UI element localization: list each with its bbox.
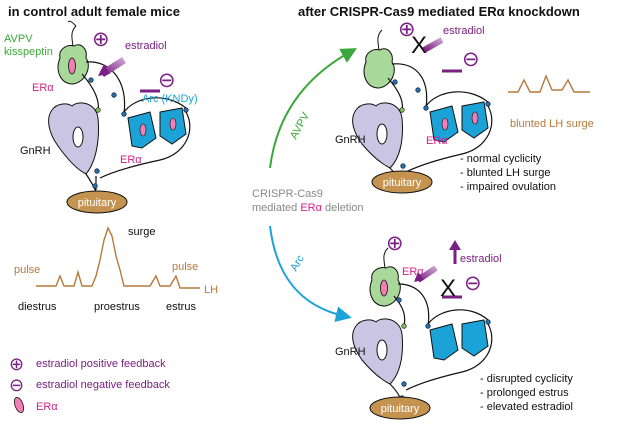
pulse-label-left: pulse	[14, 264, 40, 276]
cross-symbol-rb: X	[440, 275, 456, 302]
arc-neuron-rb-b	[461, 319, 489, 357]
era-label-left-arc: ERα	[120, 154, 142, 166]
lh-label: LH	[204, 284, 218, 296]
avpv-label-left: AVPV	[4, 33, 33, 45]
outcome-avpv-1: - normal cyclicity	[460, 153, 542, 165]
era-marker	[68, 57, 76, 75]
proestrus-label: proestrus	[94, 301, 140, 313]
avpv-neuron-rt	[363, 48, 395, 89]
gnrh-label-rt: GnRH	[335, 134, 366, 146]
outcome-avpv-2: - blunted LH surge	[460, 167, 551, 179]
crispr-label-line1: CRISPR-Cas9	[252, 188, 323, 200]
estradiol-label-rb: estradiol	[460, 253, 502, 265]
right-bottom-circuit: pituitary GnRH ERα ⊕ estradiol X ⊖ - dis…	[335, 232, 573, 420]
avpv-branch-label: AVPV	[288, 110, 312, 141]
era-label-left-avpv: ERα	[32, 82, 54, 94]
lh-curve	[36, 226, 200, 289]
pituitary-label-rt: pituitary	[383, 177, 422, 189]
outcome-avpv-3: - impaired ovulation	[460, 181, 556, 193]
pituitary-left	[66, 190, 128, 214]
era-label-rb: ERα	[402, 266, 424, 278]
pituitary-rb	[369, 396, 431, 420]
plus-symbol-left: ⊕	[92, 28, 110, 51]
minus-symbol-rt: ⊖	[462, 48, 480, 71]
legend: ⊕ estradiol positive feedback ⊖ estradio…	[9, 354, 170, 414]
legend-negative: estradiol negative feedback	[36, 379, 170, 391]
era-label-rt: ERα	[426, 135, 448, 147]
diestrus-label: diestrus	[18, 301, 57, 313]
estrus-label: estrus	[166, 301, 196, 313]
pituitary-label-left: pituitary	[78, 197, 117, 209]
gnrh-label-rb: GnRH	[335, 346, 366, 358]
blunted-lh-curve	[508, 74, 590, 93]
arc-kndy-label-left: Arc (KNDy)	[142, 93, 198, 105]
estradiol-label-rt: estradiol	[443, 25, 485, 37]
crispr-label-line2: mediated ERα deletion	[252, 202, 364, 214]
gnrh-label-left: GnRH	[20, 145, 51, 157]
blunted-lh-label: blunted LH surge	[510, 118, 594, 130]
cross-symbol-rt: X	[411, 32, 427, 59]
pulse-label-right: pulse	[172, 261, 198, 273]
lh-trace-left: surge pulse pulse LH diestrus proestrus …	[14, 226, 218, 313]
left-circuit: pituitary AVPV kisspeptin ERα GnRH Arc (…	[4, 20, 198, 214]
surge-label: surge	[128, 226, 156, 238]
estradiol-label-left: estradiol	[125, 40, 167, 52]
outcome-arc-3: - elevated estradiol	[480, 401, 573, 413]
plus-symbol-rb: ⊕	[386, 232, 404, 255]
kisspeptin-label-left: kisspeptin	[4, 46, 53, 58]
minus-symbol-rb: ⊖	[464, 272, 482, 295]
legend-era: ERα	[36, 401, 58, 413]
legend-minus-icon: ⊖	[9, 375, 24, 395]
pituitary-label-rb: pituitary	[381, 403, 420, 415]
legend-era-icon	[13, 396, 25, 414]
minus-symbol-left: ⊖	[158, 69, 176, 92]
right-panel-title: after CRISPR-Cas9 mediated ERα knockdown	[298, 4, 580, 19]
outcome-arc-2: - prolonged estrus	[480, 387, 569, 399]
legend-plus-icon: ⊕	[9, 354, 24, 374]
right-top-circuit: pituitary GnRH ERα ⊕ X estradiol ⊖ blunt…	[335, 18, 594, 194]
estradiol-arrow-rt	[422, 37, 444, 53]
pituitary-rt	[371, 170, 433, 194]
avpv-branch-arrow	[269, 48, 357, 169]
legend-positive: estradiol positive feedback	[36, 358, 166, 370]
arc-branch-arrow	[269, 225, 352, 323]
arc-neuron-rb-a	[429, 323, 459, 361]
left-panel-title: in control adult female mice	[8, 4, 180, 19]
crispr-branches: AVPV Arc CRISPR-Cas9 mediated ERα deleti…	[252, 48, 364, 323]
plus-symbol-rt: ⊕	[398, 18, 416, 41]
arc-branch-label: Arc	[288, 253, 307, 274]
outcome-arc-1: - disrupted cyclicity	[480, 373, 573, 385]
